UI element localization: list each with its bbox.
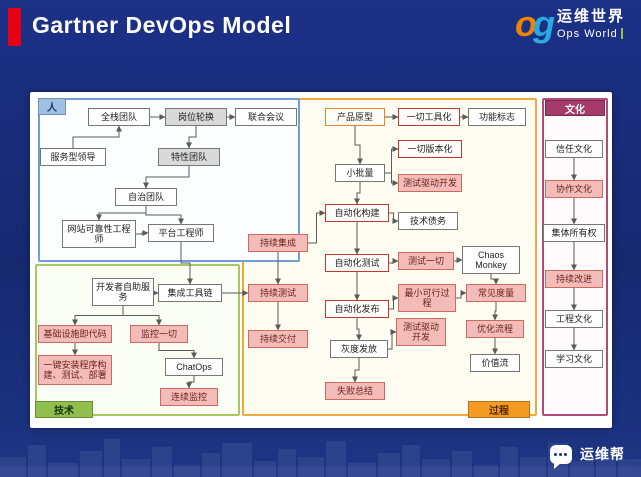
node-mvp: 最小可行过程 xyxy=(398,284,456,312)
node-autorelease: 自动化发布 xyxy=(325,300,389,318)
node-improve: 持续改进 xyxy=(545,270,603,288)
node-ownership: 集体所有权 xyxy=(543,224,605,242)
node-collab: 协作文化 xyxy=(545,180,603,198)
node-prototype: 产品原型 xyxy=(325,108,385,126)
title-accent-bar xyxy=(8,8,21,46)
diagram-nodes: 全栈团队岗位轮换联合会议服务型领导 特性团队自治团队网站可靠性工程师平台工程师开发… xyxy=(30,92,612,428)
node-allversion: 一切版本化 xyxy=(398,140,462,158)
node-selfservice: 开发者自助服务 xyxy=(92,278,154,306)
chat-bubble-icon xyxy=(550,444,572,469)
diagram-panel: 全栈团队岗位轮换联合会议服务型领导 特性团队自治团队网站可靠性工程师平台工程师开发… xyxy=(30,92,612,428)
node-cd: 持续交付 xyxy=(248,330,308,348)
node-toolchain: 集成工具链 xyxy=(158,284,222,302)
node-featureflag: 功能标志 xyxy=(468,108,526,126)
node-metrics: 常见度量 xyxy=(466,284,526,302)
node-chaos: Chaos Monkey xyxy=(462,246,520,274)
node-trust: 信任文化 xyxy=(545,140,603,158)
region-label-people: 人 xyxy=(38,98,66,115)
node-autobuild: 自动化构建 xyxy=(325,204,389,222)
logo-cursor-accent xyxy=(620,28,623,40)
node-autotest: 自动化测试 xyxy=(325,254,389,272)
logo-name-en: Ops World xyxy=(557,27,625,41)
logo-name-cn: 运维世界 xyxy=(556,8,625,26)
node-gray: 灰度发放 xyxy=(330,340,388,358)
region-label-process: 过程 xyxy=(468,401,530,418)
node-learning: 学习文化 xyxy=(545,350,603,368)
node-tdd1: 测试驱动开发 xyxy=(398,174,462,192)
node-sre: 网站可靠性工程师 xyxy=(62,220,136,248)
node-engineering: 工程文化 xyxy=(545,310,603,328)
region-label-culture: 文化 xyxy=(545,100,605,116)
region-label-tech: 技术 xyxy=(35,401,93,418)
node-iac: 基础设施即代码 xyxy=(38,325,112,343)
node-optimize: 优化流程 xyxy=(466,320,524,338)
city-skyline-decoration xyxy=(0,439,641,477)
node-valuestream: 价值流 xyxy=(470,354,520,372)
node-failure: 失败总结 xyxy=(325,382,385,400)
brand-footer: 运维帮 xyxy=(550,444,625,469)
node-leadership: 服务型领导 xyxy=(40,148,106,166)
node-chatops: ChatOps xyxy=(165,358,223,376)
page-title: Gartner DevOps Model xyxy=(32,12,292,38)
node-ci: 持续集成 xyxy=(248,234,308,252)
node-oneclick: 一键安装程序构建、测试、部署 xyxy=(38,355,112,385)
node-ct: 持续测试 xyxy=(248,284,308,302)
logo-text: 运维世界 Ops World xyxy=(557,7,625,41)
logo-letter-g: g xyxy=(532,3,555,44)
node-feature: 特性团队 xyxy=(158,148,220,166)
node-smallbatch: 小批量 xyxy=(335,164,385,182)
ops-world-logo: og 运维世界 Ops World xyxy=(515,6,625,42)
node-fullstack: 全栈团队 xyxy=(88,108,150,126)
logo-name-en-text: Ops World xyxy=(556,27,618,40)
node-platform: 平台工程师 xyxy=(148,224,214,242)
brand-name: 运维帮 xyxy=(580,446,625,462)
ops-world-logo-icon: og xyxy=(514,3,555,44)
logo-letter-o: o xyxy=(514,3,537,44)
node-techdebt: 技术债务 xyxy=(398,212,458,230)
node-joint: 联合会议 xyxy=(235,108,297,126)
node-autonomous: 自治团队 xyxy=(115,188,177,206)
node-tdd2: 测试驱动开发 xyxy=(396,318,446,346)
node-alltools: 一切工具化 xyxy=(398,108,460,126)
node-monitorall: 监控一切 xyxy=(130,325,188,343)
node-contmon: 连续监控 xyxy=(160,388,218,406)
chat-bubble-dots xyxy=(554,452,557,456)
node-rotation: 岗位轮换 xyxy=(165,108,227,126)
node-testall: 测试一切 xyxy=(398,252,454,270)
